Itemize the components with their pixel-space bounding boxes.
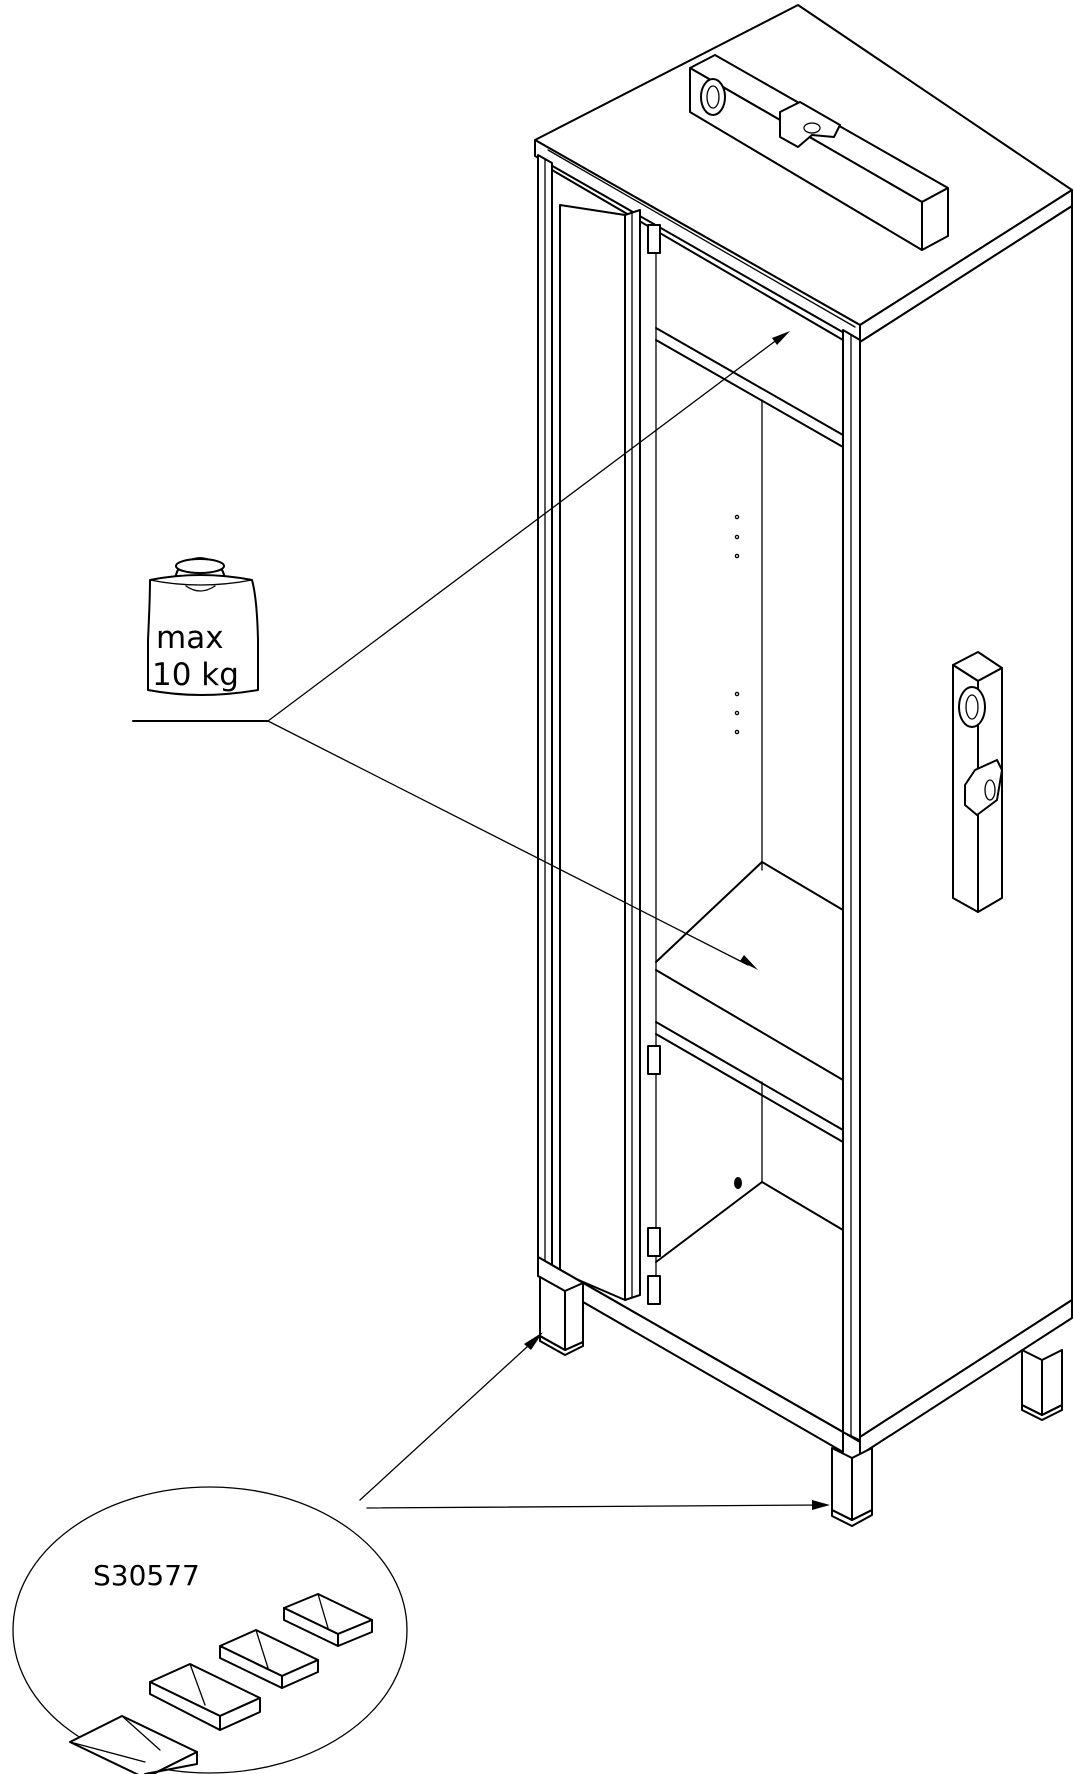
cabinet-bottom	[537, 1256, 1073, 1456]
weight-callout	[132, 331, 790, 970]
spirit-level-top	[689, 54, 949, 251]
part-callout: S30577	[12, 1332, 830, 1774]
cabinet-shelves	[655, 327, 844, 1263]
weight-label-kg: 10 kg	[152, 657, 239, 693]
weight-icon: max 10 kg	[147, 557, 259, 696]
cabinet-legs	[539, 1276, 1063, 1527]
spirit-level-side	[952, 651, 1003, 913]
leveling-shims	[69, 1593, 373, 1774]
door-hinges	[647, 224, 661, 1305]
weight-label-max: max	[156, 620, 224, 656]
cabinet-door	[559, 204, 641, 1301]
part-label: S30577	[93, 1559, 200, 1592]
